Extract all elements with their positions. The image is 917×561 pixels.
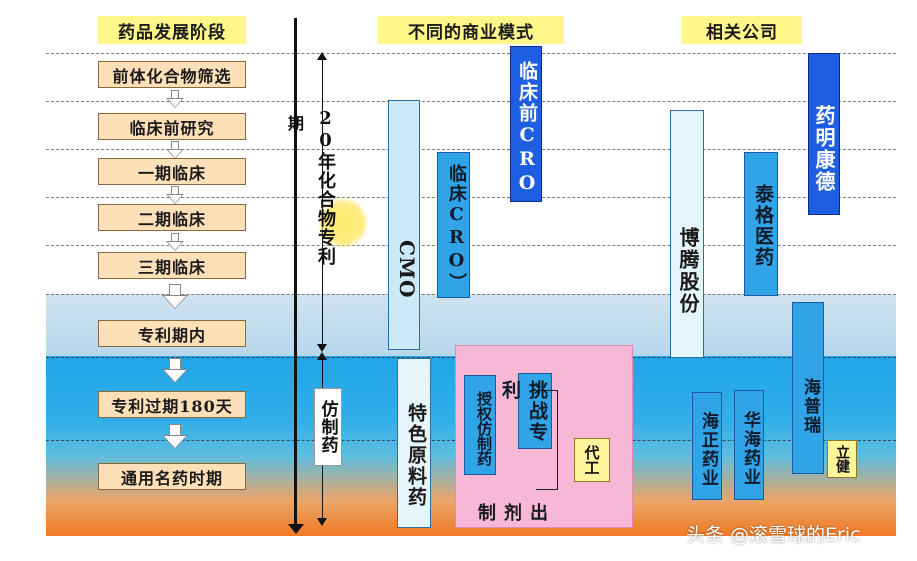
arrow-up-icon <box>317 52 327 60</box>
period-label: 期 <box>288 114 305 133</box>
guide-line <box>46 101 896 102</box>
generic-drug-label: 仿制药 <box>314 388 342 466</box>
arrow-down-icon <box>317 518 327 526</box>
bar-specialty-api: 特色原料药 <box>397 358 431 528</box>
company-lijian: 立健 <box>827 440 857 478</box>
header-drug-stages: 药品发展阶段 <box>98 16 246 44</box>
company-haizheng: 海正药业 <box>692 392 722 500</box>
bar-authorized-generic: 授权仿制药 <box>464 375 496 475</box>
stage-phase-2: 二期临床 <box>98 204 246 231</box>
guide-line <box>46 149 896 150</box>
stage-in-patent: 专利期内 <box>98 320 246 347</box>
arrow-down-icon <box>317 344 327 352</box>
down-arrow-icon <box>162 358 188 384</box>
down-arrow-icon <box>166 90 184 108</box>
down-arrow-icon <box>166 233 184 251</box>
stage-compound-screening: 前体化合物筛选 <box>98 61 246 88</box>
cursor-highlight <box>318 198 368 248</box>
bar-clinical-cro: 临床CRO） <box>437 152 470 298</box>
header-related-companies: 相关公司 <box>682 16 802 44</box>
down-arrow-icon <box>166 186 184 204</box>
company-hepalink: 海普瑞 <box>792 302 824 474</box>
bracket-line <box>536 390 558 490</box>
company-wuxi: 药明康德 <box>808 53 840 215</box>
guide-line <box>46 53 896 54</box>
contract-mfg-label: 代工 <box>574 438 610 482</box>
guide-line <box>46 197 896 198</box>
bar-preclinical-cro: 临床前CRO <box>510 46 542 202</box>
stage-preclinical: 临床前研究 <box>98 113 246 140</box>
watermark-text: 头条 @滚雪球的Eric <box>686 524 861 546</box>
stage-generic-era: 通用名药时期 <box>98 463 246 490</box>
down-arrow-icon <box>162 284 188 310</box>
guide-line <box>46 294 896 295</box>
stage-phase-3: 三期临床 <box>98 252 246 279</box>
guide-line <box>46 245 896 246</box>
patent-label: 20年化合物专利 <box>315 108 336 266</box>
down-arrow-icon <box>166 141 184 159</box>
timeline-axis <box>294 18 297 528</box>
cmo-label: CMO <box>395 239 419 299</box>
header-business-models: 不同的商业模式 <box>378 16 564 44</box>
company-boteng: 博腾股份 <box>670 110 704 358</box>
arrow-up-icon <box>317 352 327 360</box>
bar-patent-challenge: 挑战专利 <box>499 373 552 449</box>
down-arrow-icon <box>162 424 188 450</box>
stage-phase-1: 一期临床 <box>98 158 246 185</box>
bar-cmo: CMO <box>388 100 420 350</box>
patent-span-line <box>322 58 323 348</box>
formulation-export-label: 制剂出 <box>478 503 556 524</box>
company-huahai: 华海药业 <box>734 390 764 500</box>
stage-patent-expiry-180: 专利过期180天 <box>98 391 246 418</box>
timeline-arrow-icon <box>288 524 304 534</box>
company-taige: 泰格医药 <box>744 152 778 296</box>
